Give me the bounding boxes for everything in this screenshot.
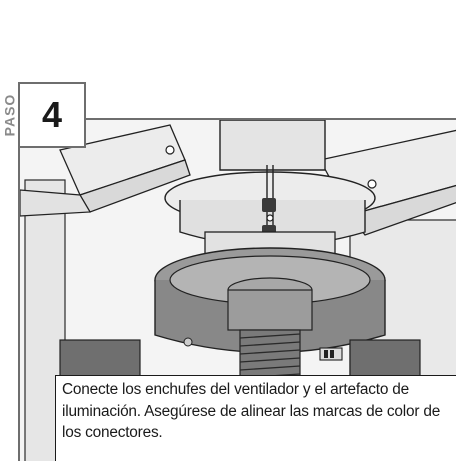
step-label-text: PASO [1, 93, 18, 137]
step-number-box: 4 [18, 82, 86, 148]
step-number: 4 [41, 94, 63, 135]
instruction-caption: Conecte los enchufes del ventilador y el… [55, 375, 456, 461]
step-label: PASO [1, 82, 17, 148]
instruction-text: Conecte los enchufes del ventilador y el… [62, 381, 441, 441]
